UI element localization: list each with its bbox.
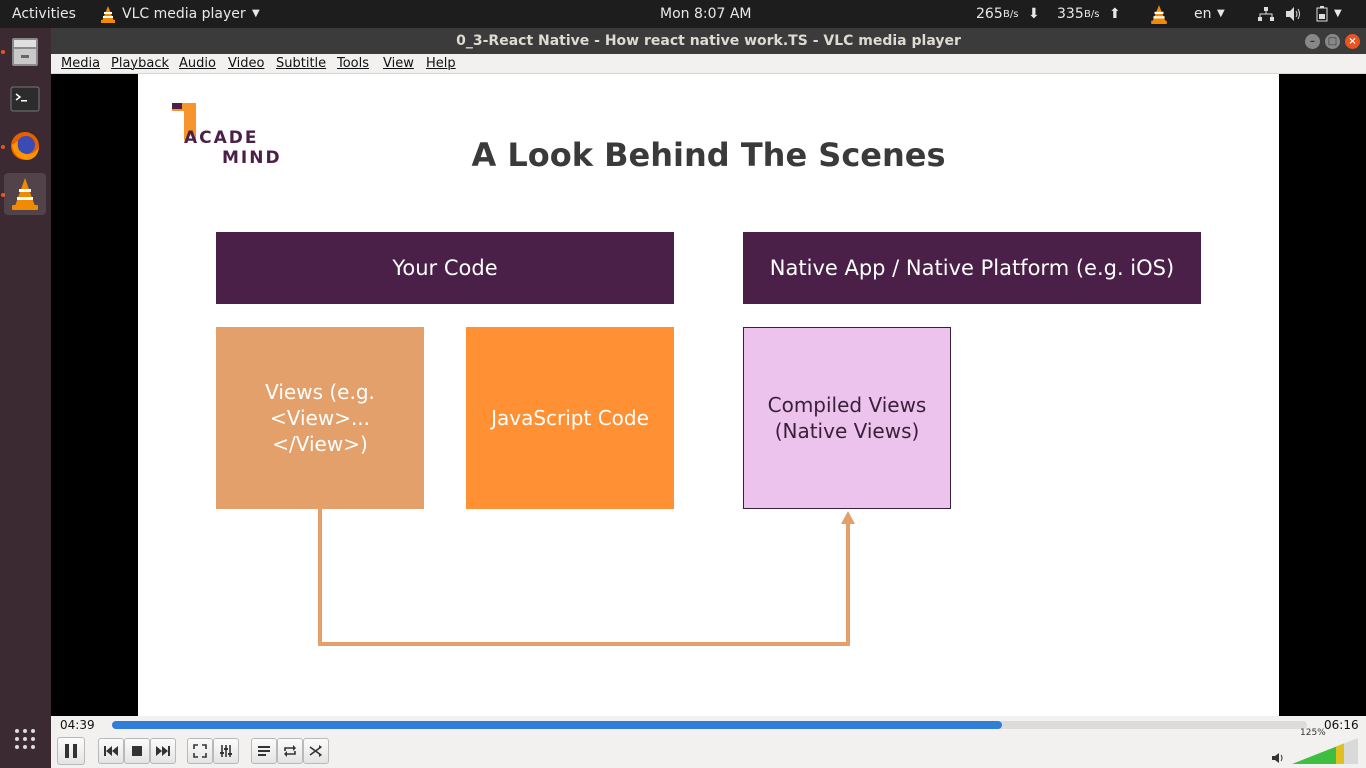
stop-button[interactable]: [124, 738, 150, 764]
volume-label: 125%: [1300, 728, 1326, 738]
shuffle-icon: [309, 745, 322, 757]
menu-audio[interactable]: Audio: [179, 56, 216, 71]
logo-text-line1: ACADE: [184, 128, 259, 148]
header-native-platform: Native App / Native Platform (e.g. iOS): [743, 232, 1201, 304]
pause-icon: [65, 744, 77, 758]
menu-bar: Media Playback Audio Video Subtitle Tool…: [51, 54, 1366, 74]
battery-icon[interactable]: [1316, 0, 1328, 28]
volume-slider[interactable]: [1292, 738, 1358, 764]
total-time[interactable]: 06:16: [1324, 718, 1359, 732]
window-titlebar[interactable]: 0_3-React Native - How react native work…: [51, 28, 1366, 54]
arrow-up-icon: ⬆: [1109, 6, 1121, 22]
fullscreen-button[interactable]: [187, 738, 213, 764]
skip-forward-icon: [156, 746, 170, 756]
fullscreen-icon: [193, 744, 207, 758]
vlc-cone-icon: [100, 0, 116, 28]
box-javascript: JavaScript Code: [466, 327, 674, 509]
files-icon[interactable]: [4, 31, 46, 73]
extended-settings-button[interactable]: [213, 738, 239, 764]
menu-media[interactable]: Media: [61, 56, 101, 71]
chevron-down-icon[interactable]: ▼: [1334, 8, 1342, 19]
playlist-button[interactable]: [251, 738, 277, 764]
slide-title: A Look Behind The Scenes: [471, 136, 946, 174]
video-area[interactable]: ACADE MIND A Look Behind The Scenes Your…: [51, 74, 1366, 716]
stop-icon: [132, 746, 142, 756]
chevron-down-icon: ▼: [1217, 8, 1225, 19]
activities-button[interactable]: Activities: [12, 6, 76, 22]
running-indicator: [1, 145, 5, 149]
clock[interactable]: Mon 8:07 AM: [660, 6, 752, 22]
box-compiled-views: Compiled Views (Native Views): [743, 327, 951, 509]
show-applications-icon[interactable]: [4, 718, 46, 760]
running-indicator: [1, 50, 5, 54]
upload-unit: B/s: [1084, 9, 1100, 20]
pause-button[interactable]: [57, 737, 85, 765]
previous-button[interactable]: [98, 738, 124, 764]
menu-tools[interactable]: Tools: [337, 56, 370, 71]
chevron-down-icon: ▼: [252, 8, 260, 19]
terminal-icon[interactable]: [4, 78, 46, 120]
header-your-code: Your Code: [216, 232, 674, 304]
menu-subtitle[interactable]: Subtitle: [276, 56, 327, 71]
next-button[interactable]: [150, 738, 176, 764]
running-indicator: [1, 193, 5, 197]
window-title: 0_3-React Native - How react native work…: [456, 33, 961, 49]
menu-view[interactable]: View: [383, 56, 414, 71]
maximize-icon[interactable]: □: [1325, 34, 1340, 49]
skip-back-icon: [104, 746, 118, 756]
arrow-down-icon: ⬇: [1028, 6, 1040, 22]
elapsed-time[interactable]: 04:39: [60, 718, 95, 732]
loop-button[interactable]: [277, 738, 303, 764]
flow-arrow: [318, 509, 855, 646]
logo-text-line2: MIND: [222, 148, 282, 168]
volume-speaker-icon[interactable]: [1272, 752, 1286, 764]
firefox-icon[interactable]: [4, 125, 46, 167]
system-top-bar: Activities VLC media player ▼ Mon 8:07 A…: [0, 0, 1366, 28]
download-unit: B/s: [1003, 9, 1019, 20]
launcher-dock: [0, 28, 51, 768]
speaker-icon[interactable]: [1286, 0, 1302, 28]
box-compiled-label: Compiled Views (Native Views): [767, 393, 927, 443]
network-icon[interactable]: [1258, 0, 1274, 28]
volume-control[interactable]: 125%: [1272, 728, 1362, 766]
minimize-icon[interactable]: –: [1305, 34, 1320, 49]
equalizer-icon: [220, 745, 232, 757]
shuffle-button[interactable]: [303, 738, 329, 764]
app-menu-label[interactable]: VLC media player: [122, 6, 246, 22]
menu-playback[interactable]: Playback: [111, 56, 170, 71]
slide-frame: ACADE MIND A Look Behind The Scenes Your…: [138, 74, 1279, 716]
vlc-launcher-icon[interactable]: [4, 173, 46, 215]
box-javascript-label: JavaScript Code: [491, 406, 649, 430]
box-views: Views (e.g. <View>...</View>): [216, 327, 424, 509]
seek-progress: [112, 721, 1003, 729]
download-speed: 265: [976, 6, 1003, 22]
player-controls: 04:39 06:16 1: [51, 716, 1366, 768]
menu-video[interactable]: Video: [228, 56, 265, 71]
box-views-label: Views (e.g. <View>...</View>): [265, 380, 375, 456]
menu-help[interactable]: Help: [426, 56, 456, 71]
language-indicator[interactable]: en: [1194, 6, 1212, 22]
playlist-icon: [258, 746, 270, 756]
close-icon[interactable]: ×: [1345, 34, 1360, 49]
loop-icon: [284, 745, 296, 757]
seek-bar[interactable]: [112, 721, 1307, 729]
vlc-tray-icon[interactable]: [1150, 0, 1168, 28]
upload-speed: 335: [1057, 6, 1084, 22]
